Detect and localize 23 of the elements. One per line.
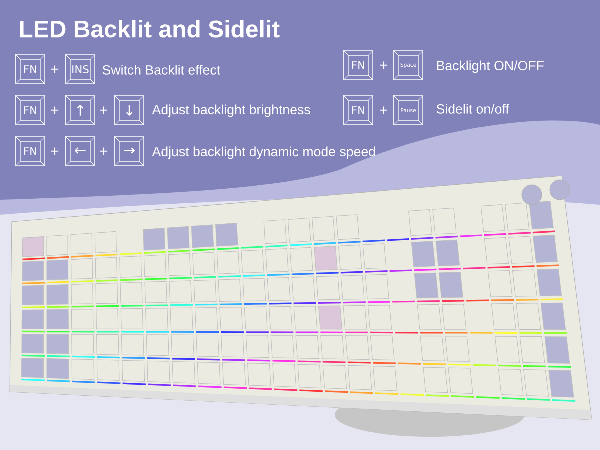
shortcut-description: Sidelit on/off bbox=[436, 104, 510, 114]
shortcut-description: Adjust backlight dynamic mode speed bbox=[152, 146, 376, 160]
keycap: FN bbox=[343, 50, 374, 81]
plus-sign: + bbox=[100, 148, 108, 155]
keycap: FN bbox=[15, 54, 46, 85]
keycap: FN bbox=[15, 95, 46, 126]
shortcut-description: Adjust backlight brightness bbox=[152, 104, 310, 118]
plus-sign: + bbox=[51, 148, 59, 155]
keycap: FN bbox=[343, 95, 374, 126]
keycap: ← bbox=[65, 136, 96, 167]
keycap: ↑ bbox=[65, 95, 96, 126]
plus-sign: + bbox=[380, 62, 388, 69]
shortcut-description: Switch Backlit effect bbox=[102, 65, 220, 75]
plus-sign: + bbox=[51, 106, 59, 114]
keycap: INS bbox=[65, 54, 96, 85]
keycap: → bbox=[114, 136, 145, 167]
plus-sign: + bbox=[51, 66, 59, 73]
keycap: ↓ bbox=[114, 95, 145, 126]
plus-sign: + bbox=[380, 106, 388, 114]
shortcut-description: Backlight ON/OFF bbox=[437, 60, 544, 74]
keycap: FN bbox=[15, 136, 46, 167]
plus-sign: + bbox=[100, 106, 108, 114]
title: LED Backlit and Sidelit bbox=[20, 20, 280, 38]
